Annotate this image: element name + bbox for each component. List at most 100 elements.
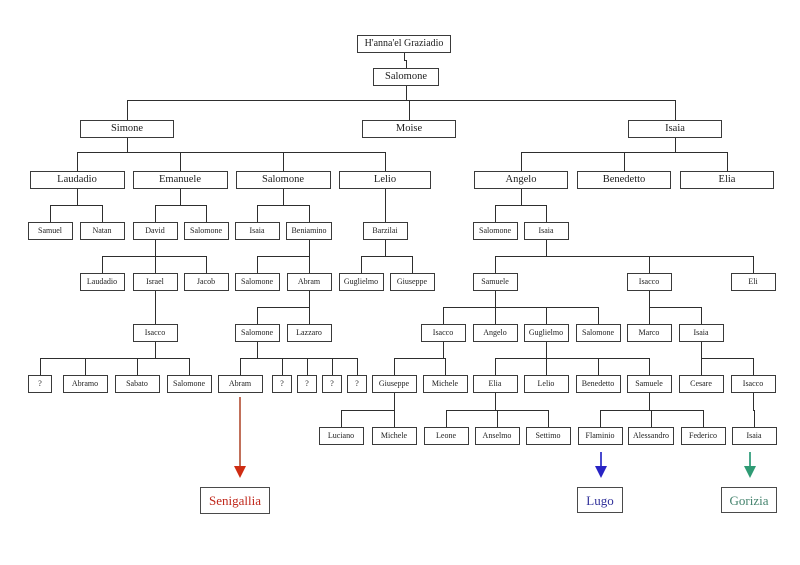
- connector-line: [309, 307, 310, 324]
- connector-line: [546, 342, 547, 358]
- tree-node-abram8: Abram: [217, 375, 263, 393]
- tree-node-samuele6: Samuele: [472, 273, 518, 291]
- tree-node-q8c: ?: [297, 375, 317, 393]
- connector-line: [102, 205, 103, 222]
- connector-line: [624, 152, 625, 171]
- connector-line: [309, 291, 310, 307]
- connector-line: [309, 256, 310, 273]
- tree-node-giuseppe6: Giuseppe: [389, 273, 435, 291]
- tree-node-q8e: ?: [347, 375, 367, 393]
- tree-node-lazzaro7: Lazzaro: [286, 324, 332, 342]
- connector-line: [189, 358, 190, 375]
- tree-node-samuele8: Samuele: [626, 375, 672, 393]
- connector-line: [357, 358, 358, 375]
- connector-line: [257, 256, 258, 273]
- connector-line: [495, 393, 496, 410]
- tree-node-q8b: ?: [272, 375, 292, 393]
- tree-node-salomone7a: Salomone: [234, 324, 280, 342]
- connector-line: [77, 152, 78, 171]
- connector-line: [443, 342, 444, 358]
- connector-line: [341, 410, 342, 427]
- connector-line: [406, 86, 407, 100]
- connector-line: [727, 152, 728, 171]
- connector-line: [282, 358, 283, 375]
- tree-node-elia8: Elia: [472, 375, 518, 393]
- connector-line: [495, 358, 496, 375]
- connector-line: [257, 307, 310, 308]
- tree-node-david5: David: [132, 222, 178, 240]
- connector-line: [443, 307, 599, 308]
- tree-node-lelio4: Lelio: [339, 171, 431, 189]
- connector-line: [548, 410, 549, 427]
- connector-line: [283, 189, 284, 205]
- tree-node-luciano9: Luciano: [318, 427, 364, 445]
- connector-line: [394, 393, 395, 410]
- connector-line: [701, 342, 702, 358]
- connector-line: [754, 410, 755, 427]
- connector-line: [753, 393, 754, 410]
- connector-line: [649, 358, 650, 375]
- connector-line: [394, 358, 395, 375]
- connector-line: [240, 358, 241, 375]
- connector-line: [404, 60, 407, 61]
- connector-line: [155, 291, 156, 307]
- place-label-lugo: Lugo: [577, 487, 623, 513]
- tree-node-root: H'anna'el Graziadio: [357, 35, 451, 53]
- connector-line: [127, 100, 128, 120]
- tree-node-salomone7b: Salomone: [575, 324, 621, 342]
- connector-line: [155, 256, 156, 273]
- connector-line: [675, 138, 676, 152]
- tree-node-guglielmo6: Guglielmo: [338, 273, 384, 291]
- connector-line: [651, 410, 652, 427]
- connector-line: [257, 342, 258, 358]
- connector-line: [404, 53, 405, 60]
- connector-line: [155, 240, 156, 256]
- connector-line: [102, 256, 207, 257]
- connector-line: [495, 256, 754, 257]
- tree-node-guglielmo7: Guglielmo: [523, 324, 569, 342]
- connector-line: [385, 205, 386, 222]
- connector-line: [361, 256, 413, 257]
- tree-node-jacob6: Jacob: [183, 273, 229, 291]
- tree-node-isacco6: Isacco: [626, 273, 672, 291]
- connector-line: [495, 256, 496, 273]
- tree-node-salomone5a: Salomone: [183, 222, 229, 240]
- connector-line: [385, 189, 386, 205]
- connector-line: [361, 256, 362, 273]
- connector-line: [257, 256, 310, 257]
- tree-node-emanuele4: Emanuele: [132, 171, 228, 189]
- tree-node-angelo7: Angelo: [472, 324, 518, 342]
- connector-line: [155, 307, 156, 324]
- tree-node-isaia5b: Isaia: [523, 222, 569, 240]
- connector-line: [753, 358, 754, 375]
- tree-node-q8a: ?: [28, 375, 52, 393]
- tree-node-benedetto4: Benedetto: [577, 171, 671, 189]
- connector-line: [546, 240, 547, 256]
- tree-node-isacco7a: Isacco: [132, 324, 178, 342]
- connector-line: [257, 205, 310, 206]
- tree-node-laudadio6: Laudadio: [79, 273, 125, 291]
- connector-line: [649, 256, 650, 273]
- connector-line: [257, 307, 258, 324]
- tree-node-beniamino5: Beniamino: [286, 222, 332, 240]
- connector-line: [495, 205, 496, 222]
- connector-line: [155, 205, 207, 206]
- tree-node-isaia3: Isaia: [628, 120, 722, 138]
- tree-node-q8d: ?: [322, 375, 342, 393]
- connector-line: [598, 358, 599, 375]
- gorizia-arrowhead-icon: [744, 466, 756, 478]
- connector-line: [495, 307, 496, 324]
- tree-node-michele9: Michele: [371, 427, 417, 445]
- tree-node-barzilai5: Barzilai: [362, 222, 408, 240]
- tree-node-angelo4: Angelo: [474, 171, 568, 189]
- connector-line: [137, 358, 138, 375]
- tree-node-laudadio4: Laudadio: [29, 171, 125, 189]
- connector-line: [40, 358, 41, 375]
- tree-node-flaminio9: Flaminio: [577, 427, 623, 445]
- tree-node-settimo9: Settimo: [525, 427, 571, 445]
- connector-line: [127, 138, 128, 152]
- tree-node-salomone5b: Salomone: [472, 222, 518, 240]
- connector-line: [701, 358, 702, 375]
- tree-node-anselmo9: Anselmo: [474, 427, 520, 445]
